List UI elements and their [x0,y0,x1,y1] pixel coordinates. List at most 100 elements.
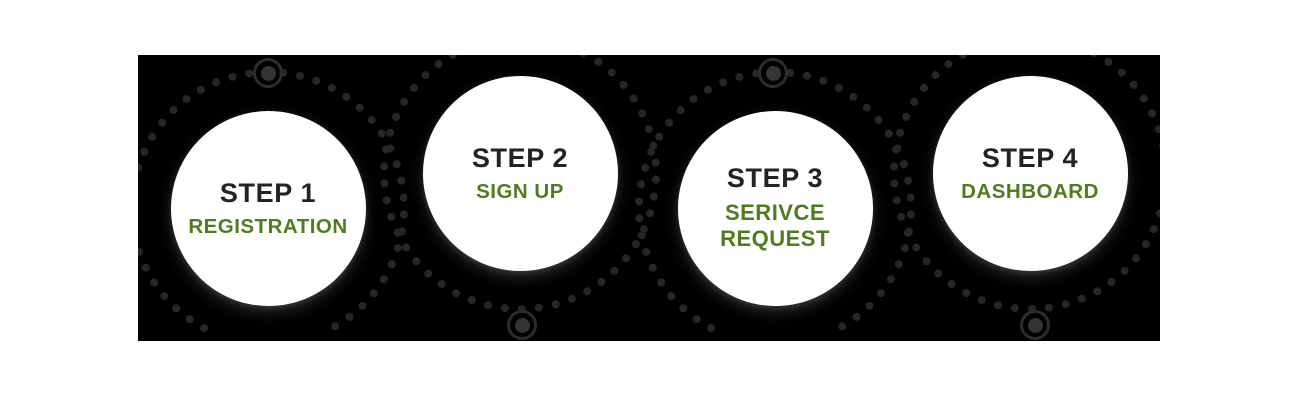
ring-dot [1141,240,1150,249]
ring-dot [893,144,902,153]
ring-dot [1117,68,1126,77]
ring-dot [648,263,657,272]
ring-dot [484,301,493,310]
ring-dot [641,163,650,172]
ring-dot [200,324,209,333]
ring-dot [647,147,656,156]
ring-dot [412,257,421,266]
ring-dot [637,180,646,189]
ring-dot [393,244,402,253]
ring-dot [448,55,457,59]
step-ring-marker-2 [507,310,537,340]
ring-dot [397,227,406,236]
step-circle-4[interactable]: STEP 4 DASHBOARD [932,75,1128,271]
ring-dot [1129,80,1138,89]
ring-dot [1010,304,1019,313]
ring-dot [644,125,653,134]
ring-dot [904,227,913,236]
ring-dot [719,78,728,87]
ring-dot [876,289,885,298]
ring-dot [380,162,389,171]
ring-dot [331,322,340,331]
ring-dot [667,292,676,301]
step-ring-marker-1 [253,58,283,88]
ring-dot [838,322,847,331]
step-circle-2[interactable]: STEP 2 SIGN UP [422,75,618,271]
ring-dot [345,312,354,321]
ring-dot [386,144,395,153]
ring-dot [610,266,619,275]
ring-dot [399,210,408,219]
ring-dot [172,304,181,313]
ring-dot [1154,125,1160,134]
ring-dot [1131,254,1140,263]
ring-dot [437,280,446,289]
ring-dot [1148,109,1157,118]
ring-dot [651,158,660,167]
ring-dot [865,301,874,310]
ring-dot [619,80,628,89]
ring-dot [910,97,919,106]
ring-dot [358,301,367,310]
ring-dot [892,145,901,154]
ring-dot [1107,277,1116,286]
ring-dot [621,254,630,263]
ring-dot [631,240,640,249]
ring-dot [629,94,638,103]
step-ring-marker-4 [1020,310,1050,340]
ring-marker-core [765,65,781,81]
ring-dot [386,128,395,137]
ring-dot [819,76,828,85]
ring-dot [642,247,651,256]
ring-dot [452,289,461,298]
ring-dot [597,277,606,286]
ring-dot [920,83,929,92]
ring-dot [703,85,712,94]
step-title-2: STEP 2 [471,142,569,173]
ring-dot [580,55,588,57]
ring-dot [735,72,744,81]
step-label-4: DASHBOARD [961,179,1099,203]
ring-dot [382,145,391,154]
ring-dot [551,300,560,309]
ring-dot [922,257,931,266]
ring-dot [637,231,646,240]
ring-dot [1120,266,1129,275]
ring-dot [849,92,858,101]
ring-dot [635,197,644,206]
ring-dot [380,179,389,188]
ring-dot [1093,287,1102,296]
ring-dot [931,71,940,80]
ring-dot [212,78,221,87]
ring-dot [467,296,476,305]
ring-dot [902,112,911,121]
ring-dot [228,72,237,81]
ring-dot [138,163,143,172]
ring-dot [892,196,901,205]
ring-dot [150,278,159,287]
ring-dot [1090,55,1098,57]
ring-dot [962,289,971,298]
step-label-2: SIGN UP [476,179,564,203]
ring-dot [377,129,386,138]
ring-dot [1104,57,1113,66]
ring-dot [295,71,304,80]
ring-dot [158,118,167,127]
ring-dot [707,324,716,333]
ring-dot [421,71,430,80]
ring-dot [649,141,658,150]
ring-dot [402,243,411,252]
ring-dot [944,60,953,69]
step-title-3: STEP 3 [726,163,824,194]
ring-dot [639,225,648,234]
ring-dot [884,129,893,138]
ring-dot [182,95,191,104]
ring-dot [1044,303,1053,312]
step-title-4: STEP 4 [981,142,1079,173]
ring-dot [500,304,509,313]
ring-dot [890,179,899,188]
step-label-1: REGISTRATION [188,214,348,238]
